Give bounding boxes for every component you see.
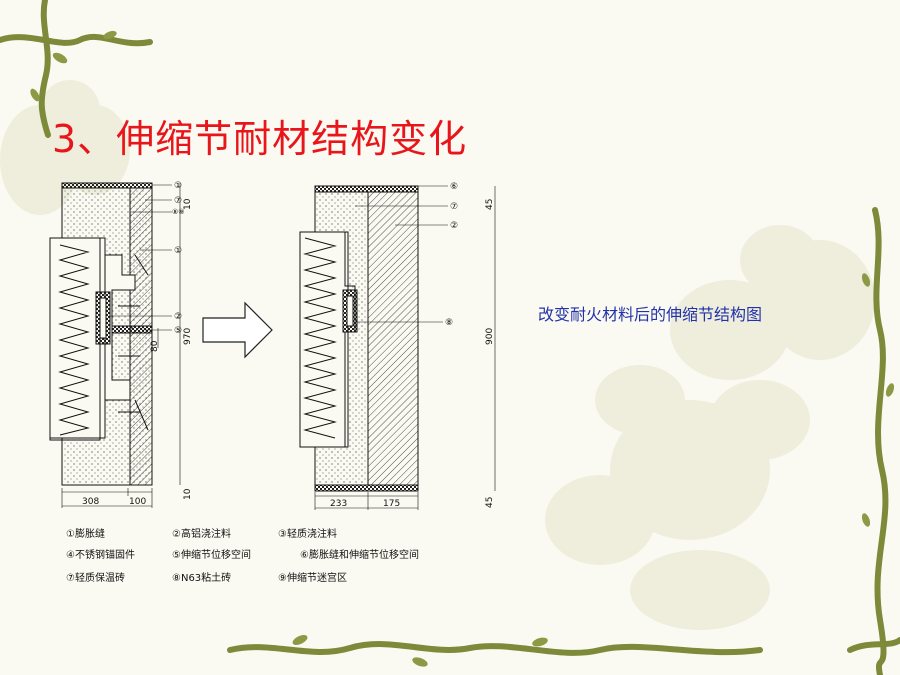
right-callout-2: ⑦ (450, 202, 458, 212)
right-diagram (299, 185, 496, 510)
left-dim-width-b: 100 (129, 497, 146, 507)
right-dim-bottom: 45 (485, 497, 495, 508)
right-dim-width-a: 233 (330, 499, 347, 509)
right-clay-brick (367, 191, 419, 486)
left-callout-2: ⑦ (174, 196, 182, 206)
legend-item-7: ⑦轻质保温砖 (66, 573, 125, 584)
left-callout-4: ① (174, 246, 182, 256)
right-dim-width-b: 175 (383, 499, 400, 509)
legend-item-2: ②高铝浇注料 (172, 529, 231, 540)
legend-item-4: ④不锈钢锚固件 (66, 550, 135, 561)
legend-item-9: ⑨伸缩节迷宫区 (278, 573, 347, 584)
diagram-caption: 改变耐火材料后的伸缩节结构图 (538, 305, 763, 324)
page-title: 3、伸缩节耐材结构变化 (52, 117, 468, 161)
right-callout-3: ② (450, 221, 458, 231)
left-bellows (58, 244, 90, 436)
left-callout-3: ⑧⑨ (172, 208, 185, 216)
left-expansion-gap (111, 325, 153, 334)
left-dim-bottom: 10 (183, 488, 193, 500)
legend-item-3: ③轻质浇注料 (278, 529, 337, 540)
right-callout-1: ⑥ (450, 182, 458, 192)
legend-item-8: ⑧N63粘土砖 (172, 573, 232, 584)
left-diagram (49, 182, 181, 508)
right-dim-top: 45 (485, 199, 495, 210)
right-top-strip (314, 185, 419, 193)
right-dim-height: 900 (485, 328, 495, 345)
legend-item-1: ①膨胀缝 (66, 529, 105, 540)
right-bellows (303, 237, 337, 439)
legend-item-5: ⑤伸缩节位移空间 (172, 550, 251, 561)
left-dim-height: 970 (183, 328, 193, 345)
right-callout-4: ⑧ (445, 318, 453, 328)
legend-item-6: ⑥膨胀缝和伸缩节位移空间 (300, 550, 419, 561)
left-callout-6: ⑤ (174, 326, 182, 336)
left-dim-width-a: 308 (82, 497, 99, 507)
left-high-alumina-castable (129, 187, 153, 486)
left-callout-5: ② (174, 312, 182, 322)
left-top-strip (61, 182, 153, 189)
right-bottom-strip (314, 484, 419, 492)
left-dim-gap: 80 (150, 340, 160, 352)
transition-arrow (202, 301, 273, 359)
left-dim-top: 10 (183, 198, 193, 210)
left-callout-1: ① (174, 181, 182, 191)
